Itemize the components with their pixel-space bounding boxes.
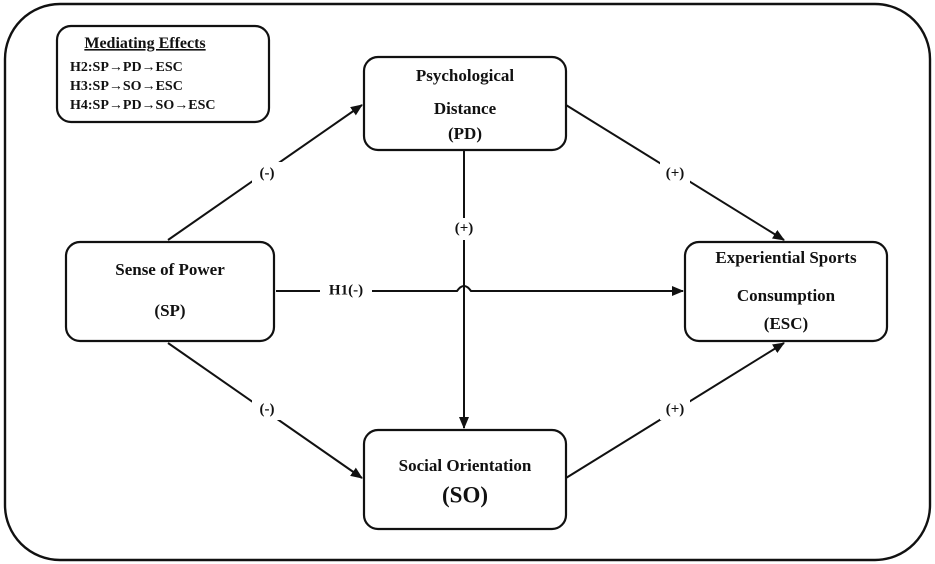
node-so-code: (SO) xyxy=(442,482,488,507)
node-esc-line2: Consumption xyxy=(737,286,836,305)
legend-item-h4: H4:SP→PD→SO→ESC xyxy=(70,98,215,113)
node-so-line1: Social Orientation xyxy=(399,456,532,475)
edge-label-sp-esc: H1(-) xyxy=(329,282,363,298)
edge-label-pd-esc: (+) xyxy=(666,165,685,181)
legend-item-h2: H2:SP→PD→ESC xyxy=(70,60,183,75)
node-pd-line2: Distance xyxy=(434,99,497,118)
edge-label-sp-pd: (-) xyxy=(260,165,275,181)
node-pd-code: (PD) xyxy=(448,124,482,143)
edge-labels: (-) (-) (+) (+) (+) H1(-) xyxy=(252,162,690,420)
edge-label-pd-so: (+) xyxy=(455,220,474,236)
edge-label-so-esc: (+) xyxy=(666,401,685,417)
node-esc-line1: Experiential Sports xyxy=(715,248,857,267)
node-sp-line1: Sense of Power xyxy=(115,260,225,279)
node-psychological-distance: Psychological Distance (PD) xyxy=(362,55,568,152)
edge-label-sp-so: (-) xyxy=(260,401,275,417)
node-sense-of-power: Sense of Power (SP) xyxy=(64,240,276,343)
legend-item-h3: H3:SP→SO→ESC xyxy=(70,79,183,94)
node-pd-line1: Psychological xyxy=(416,66,514,85)
node-esc-code: (ESC) xyxy=(764,314,808,333)
legend-title: Mediating Effects xyxy=(84,35,205,52)
node-sp-code: (SP) xyxy=(154,301,185,320)
node-social-orientation: Social Orientation (SO) xyxy=(362,428,568,531)
legend-box: Mediating Effects H2:SP→PD→ESC H3:SP→SO→… xyxy=(55,24,271,124)
outer-frame xyxy=(3,2,932,562)
node-experiential-sports-consumption: Experiential Sports Consumption (ESC) xyxy=(683,240,889,343)
edge-sp-esc xyxy=(276,285,684,296)
